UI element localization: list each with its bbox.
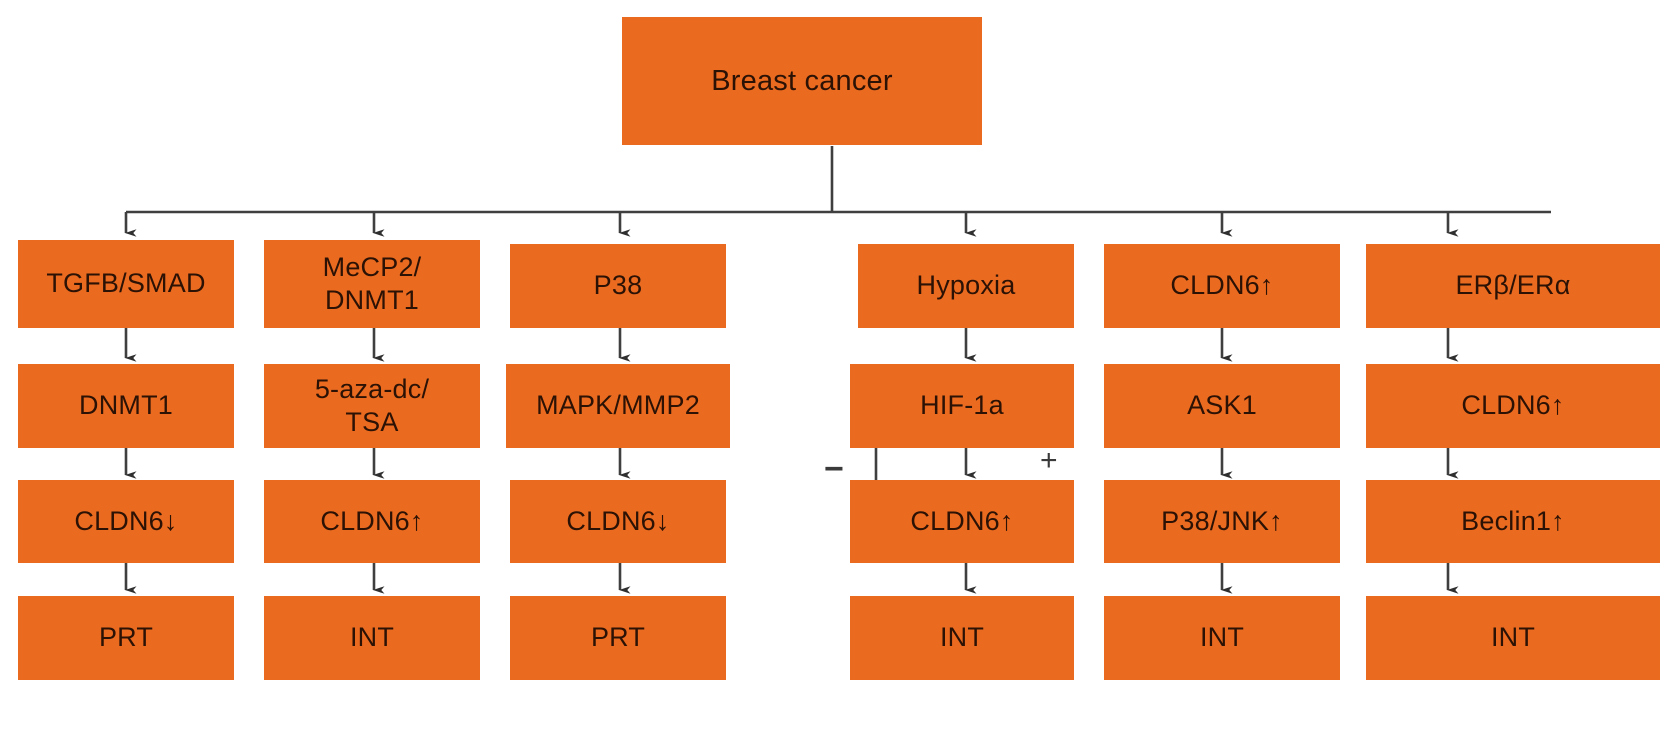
node-cldn6-up-c4[interactable]: CLDN6↑ [850,480,1074,563]
node-beclin1-up[interactable]: Beclin1↑ [1366,480,1660,563]
node-hypoxia[interactable]: Hypoxia [858,244,1074,328]
node-mecp2-dnmt1[interactable]: MeCP2/ DNMT1 [264,240,480,328]
node-prt-c1[interactable]: PRT [18,596,234,680]
node-5-aza-dc-tsa[interactable]: 5-aza-dc/ TSA [264,364,480,448]
node-cldn6-down-c1[interactable]: CLDN6↓ [18,480,234,563]
positive-regulation-sign: + [1040,444,1058,477]
node-mapk-mmp2[interactable]: MAPK/MMP2 [506,364,730,448]
node-dnmt1[interactable]: DNMT1 [18,364,234,448]
node-cldn6-up-c5[interactable]: CLDN6↑ [1104,244,1340,328]
node-int-c2[interactable]: INT [264,596,480,680]
node-int-c5[interactable]: INT [1104,596,1340,680]
node-cldn6-down-c3[interactable]: CLDN6↓ [510,480,726,563]
negative-feedback-sign: − [824,450,844,488]
node-prt-c3[interactable]: PRT [510,596,726,680]
node-hif-1a[interactable]: HIF-1a [850,364,1074,448]
node-int-c6[interactable]: INT [1366,596,1660,680]
node-er-beta-er-alpha[interactable]: ERβ/ERα [1366,244,1660,328]
node-p38[interactable]: P38 [510,244,726,328]
node-ask1[interactable]: ASK1 [1104,364,1340,448]
node-p38-jnk-up[interactable]: P38/JNK↑ [1104,480,1340,563]
node-cldn6-up-c6[interactable]: CLDN6↑ [1366,364,1660,448]
node-int-c4[interactable]: INT [850,596,1074,680]
node-breast-cancer[interactable]: Breast cancer [622,17,982,145]
node-tgfb-smad[interactable]: TGFB/SMAD [18,240,234,328]
node-cldn6-up-c2[interactable]: CLDN6↑ [264,480,480,563]
